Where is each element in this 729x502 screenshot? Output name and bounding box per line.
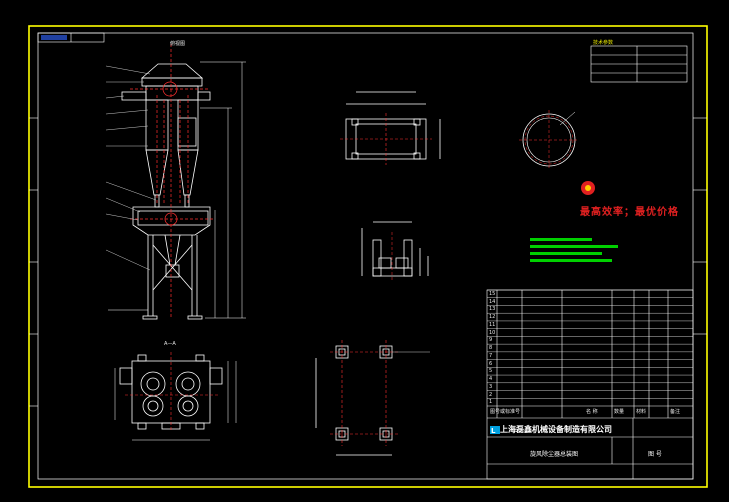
section-aa-label: A—A: [164, 341, 176, 347]
company-badge-icon: [581, 181, 595, 195]
plan-view-aa: [119, 354, 223, 430]
parts-header-col5: 备注: [670, 409, 681, 415]
parts-row-number: 2: [489, 391, 493, 398]
parts-row-number: 8: [489, 345, 493, 352]
company-logo-icon: L: [490, 426, 500, 435]
circular-flange-view: [519, 110, 579, 170]
slogan-text: 最高效率；最优价格: [580, 207, 679, 218]
parts-row-number: 3: [489, 383, 493, 390]
cyclone-centerlines: [130, 44, 215, 318]
parts-row-number: 15: [489, 291, 496, 297]
parts-header-col2: 名 称: [586, 409, 598, 415]
svg-text:L: L: [491, 427, 496, 435]
titleblock-drawing-name: 旋风除尘器总装图: [530, 451, 579, 458]
parts-row-number: 1: [489, 399, 493, 406]
parts-header-col4: 材料: [636, 409, 647, 415]
cyclone-elevation: [121, 63, 211, 320]
foundation-plan-view: [315, 345, 393, 456]
part-leaders: [105, 65, 157, 271]
tech-parameter-table: [590, 45, 688, 83]
inlet-flange-view: [345, 91, 441, 160]
titleblock-sig-right: 图 号: [648, 451, 662, 458]
parts-header-col1: 图号或标准号: [490, 409, 521, 415]
parts-row-number: 9: [489, 337, 493, 344]
tech-table-title: 技术参数: [593, 40, 614, 46]
parts-row-number: 11: [489, 321, 496, 328]
parts-row-number: 13: [489, 306, 496, 313]
inner-border: [37, 32, 694, 480]
parts-row-number: 7: [489, 352, 493, 359]
parts-header-col3: 数量: [614, 409, 625, 415]
parts-row-number: 14: [489, 298, 496, 305]
outlet-detail-view: [361, 221, 429, 277]
elevation-dimensions: [108, 61, 246, 319]
tech-notes: [530, 238, 618, 262]
parts-row-number: 6: [489, 360, 493, 367]
titleblock-company: 上海磊鑫机械设备制造有限公司: [500, 425, 612, 434]
parts-row-number: 4: [489, 376, 493, 383]
parts-row-number: 10: [489, 329, 496, 336]
outer-border: [28, 25, 708, 488]
elevation-label: 俯视图: [170, 41, 186, 47]
frame-ticks: [29, 117, 707, 407]
parts-list-table: [486, 289, 694, 480]
parts-row-number: 12: [489, 314, 496, 321]
parts-row-number: 5: [489, 368, 493, 375]
